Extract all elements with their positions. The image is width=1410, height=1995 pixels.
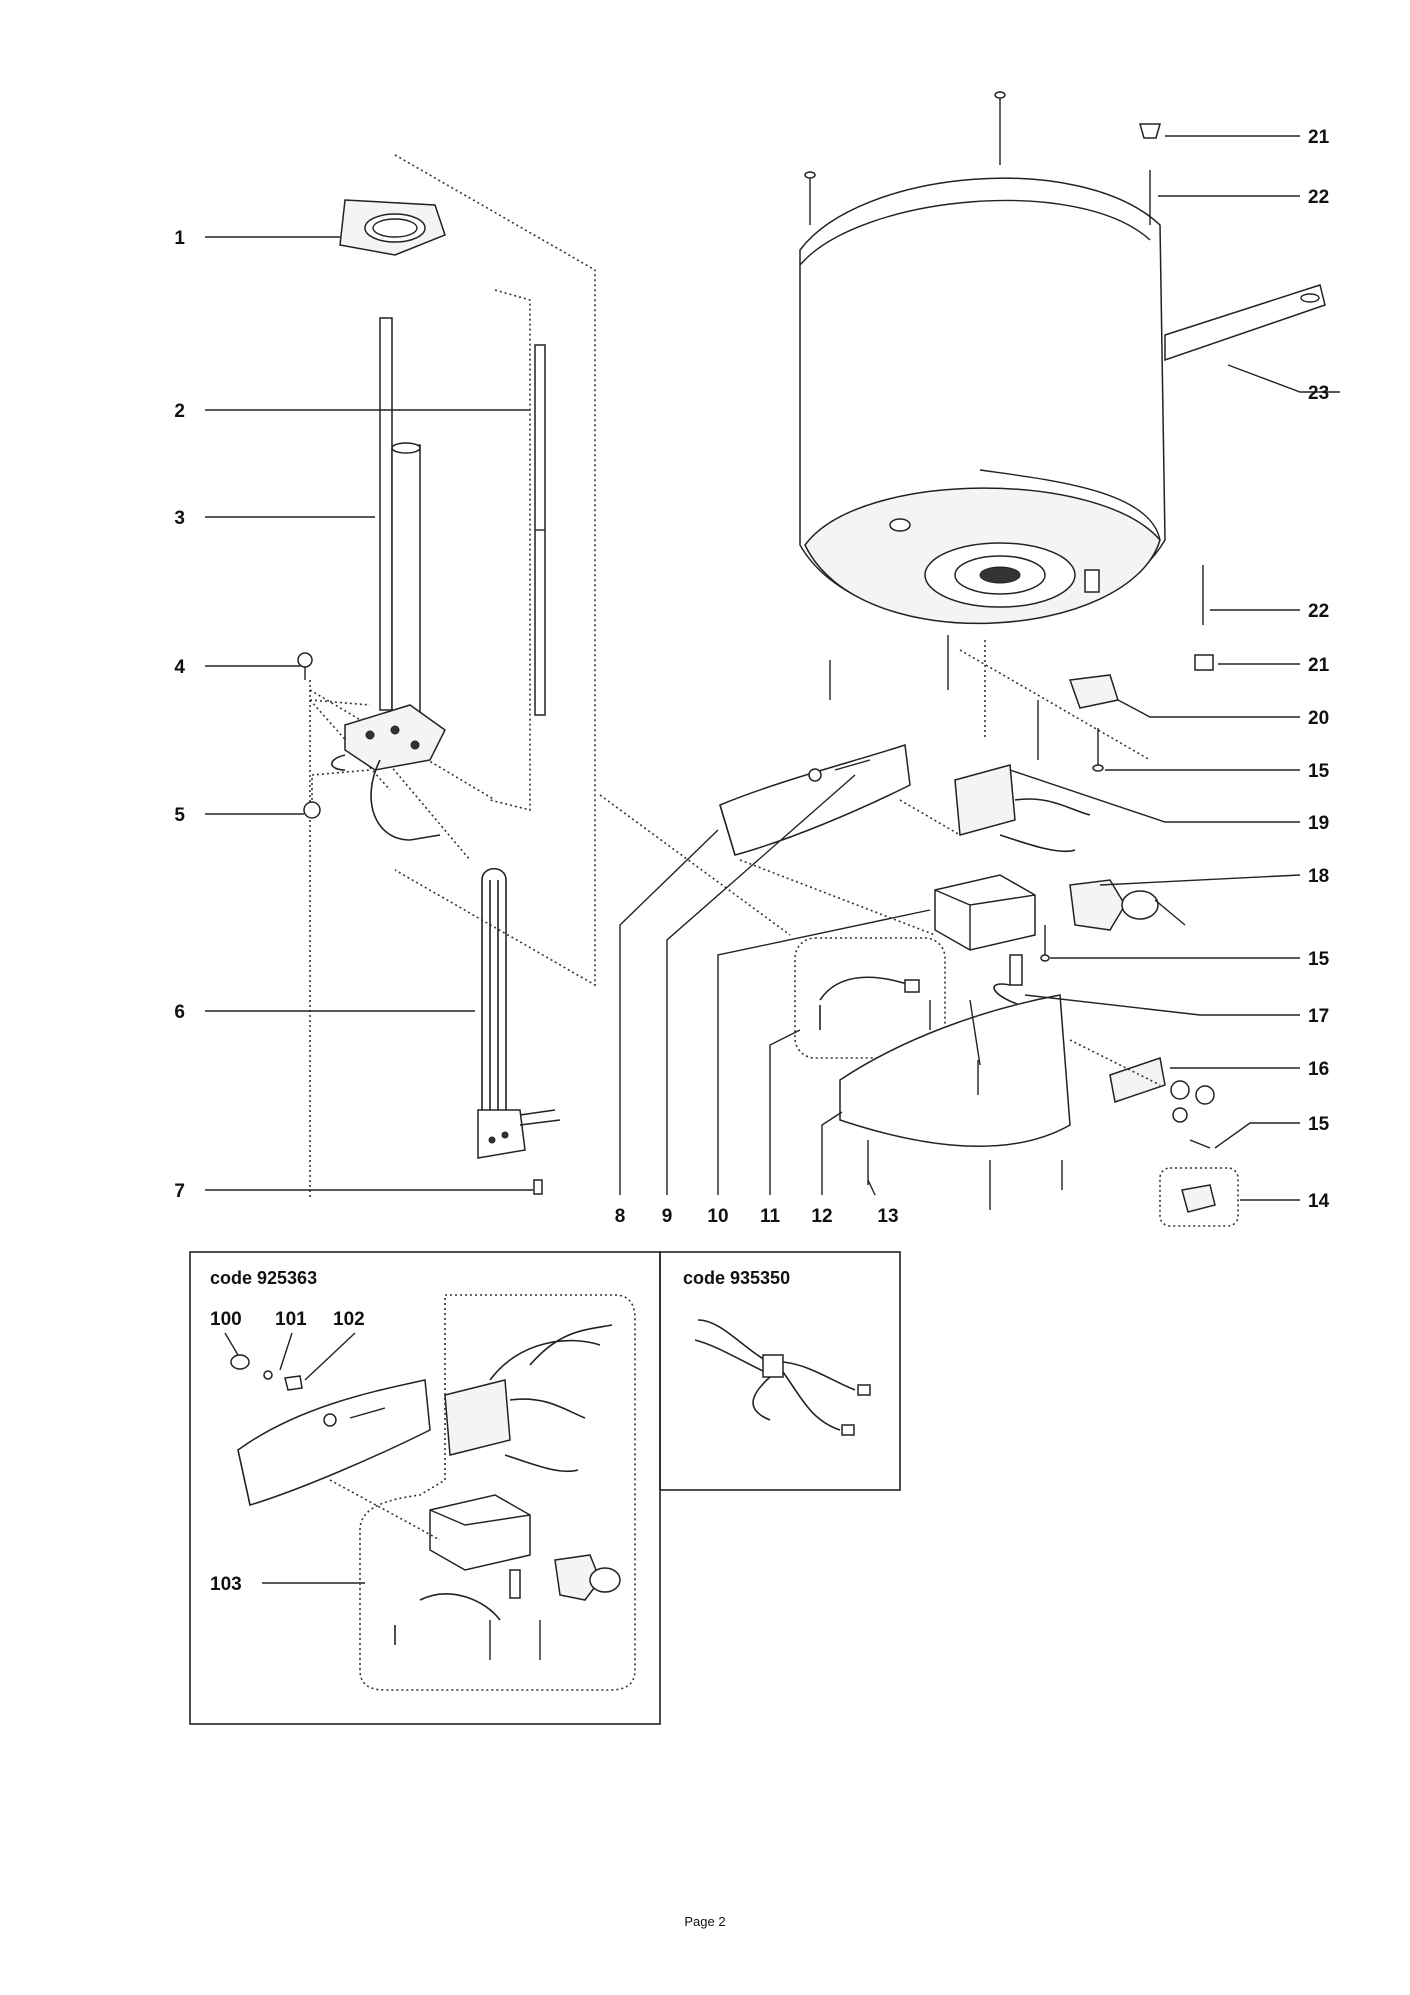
- inset-code-925363: code 925363 100 101 102 103: [189, 1251, 661, 1725]
- callout-19: 19: [1308, 813, 1329, 834]
- nut-part-5: [303, 769, 371, 819]
- callout-20: 20: [1308, 708, 1329, 729]
- inset-code-935350: code 935350: [659, 1251, 901, 1491]
- callout-103: 103: [210, 1574, 242, 1595]
- callout-15-middle: 15: [1308, 949, 1330, 970]
- screw-part-7: [533, 1179, 543, 1195]
- sensor-part-17: [993, 954, 1023, 1006]
- wiring-harness-part: [794, 937, 946, 1059]
- control-cover-part: [719, 743, 911, 856]
- switch-plate-part: [1069, 1039, 1215, 1123]
- left-callouts: 1 2 3 4 5 6 7: [174, 228, 185, 1202]
- callout-102: 102: [333, 1309, 365, 1330]
- callout-leaders: [205, 135, 1340, 1201]
- anchor-part-21-top: [1139, 123, 1161, 139]
- control-assembly: [599, 743, 1239, 1227]
- bottom-cover-part: [839, 994, 1071, 1148]
- flange-gasket-part: [339, 199, 446, 256]
- bottom-callouts: 8 9 10 11 12 13: [615, 1206, 899, 1227]
- heater-flange-plate-part: [331, 704, 446, 841]
- callout-6: 6: [174, 1002, 185, 1023]
- callout-8: 8: [615, 1206, 626, 1227]
- callout-100: 100: [210, 1309, 242, 1330]
- callout-5: 5: [174, 805, 185, 826]
- anode-rod-part: [534, 344, 546, 716]
- screw-part-15-middle: [1040, 925, 1050, 962]
- fitting-part-14: [1159, 1167, 1239, 1227]
- page-number: Page 2: [684, 1914, 725, 1929]
- callout-17: 17: [1308, 1006, 1329, 1027]
- callout-22-top: 22: [1308, 187, 1329, 208]
- right-callouts: 21 22 23 22 21 20 15 19 18 15 17 16 15 1…: [1308, 127, 1330, 1212]
- water-tank-assembly: [799, 91, 1326, 772]
- callout-3: 3: [174, 508, 185, 529]
- safety-valve-part: [1069, 879, 1186, 931]
- anchor-part-21-lower: [1194, 654, 1214, 671]
- callout-11: 11: [760, 1206, 781, 1227]
- inset-b-code-label: code 935350: [683, 1268, 790, 1288]
- callout-1: 1: [174, 228, 185, 249]
- callout-21-lower: 21: [1308, 655, 1330, 676]
- callout-16: 16: [1308, 1059, 1329, 1080]
- callout-15-lower: 15: [1308, 1114, 1330, 1135]
- left-heating-assembly: [297, 154, 596, 1200]
- callout-7: 7: [174, 1181, 185, 1202]
- screw-part-4: [297, 652, 371, 706]
- callout-12: 12: [811, 1206, 832, 1227]
- screw-part-15-lower: [1189, 1139, 1211, 1149]
- callout-18: 18: [1308, 866, 1329, 887]
- control-board-part: [954, 764, 1091, 853]
- callout-22-lower: 22: [1308, 601, 1329, 622]
- callout-15-upper: 15: [1308, 761, 1330, 782]
- callout-13: 13: [877, 1206, 898, 1227]
- callout-2: 2: [174, 401, 185, 422]
- bracket-part-20: [1068, 674, 1119, 709]
- callout-9: 9: [662, 1206, 673, 1227]
- screw-part-15-upper: [1092, 728, 1104, 772]
- sheath-tube-part: [379, 317, 421, 726]
- heating-element-part: [477, 867, 561, 1159]
- inset-a-code-label: code 925363: [210, 1268, 317, 1288]
- callout-21-top: 21: [1308, 127, 1330, 148]
- callout-4: 4: [174, 657, 185, 678]
- callout-14: 14: [1308, 1191, 1330, 1212]
- callout-10: 10: [707, 1206, 728, 1227]
- callout-101: 101: [275, 1309, 307, 1330]
- callout-23: 23: [1308, 383, 1329, 404]
- thermostat-box-part: [934, 874, 1036, 951]
